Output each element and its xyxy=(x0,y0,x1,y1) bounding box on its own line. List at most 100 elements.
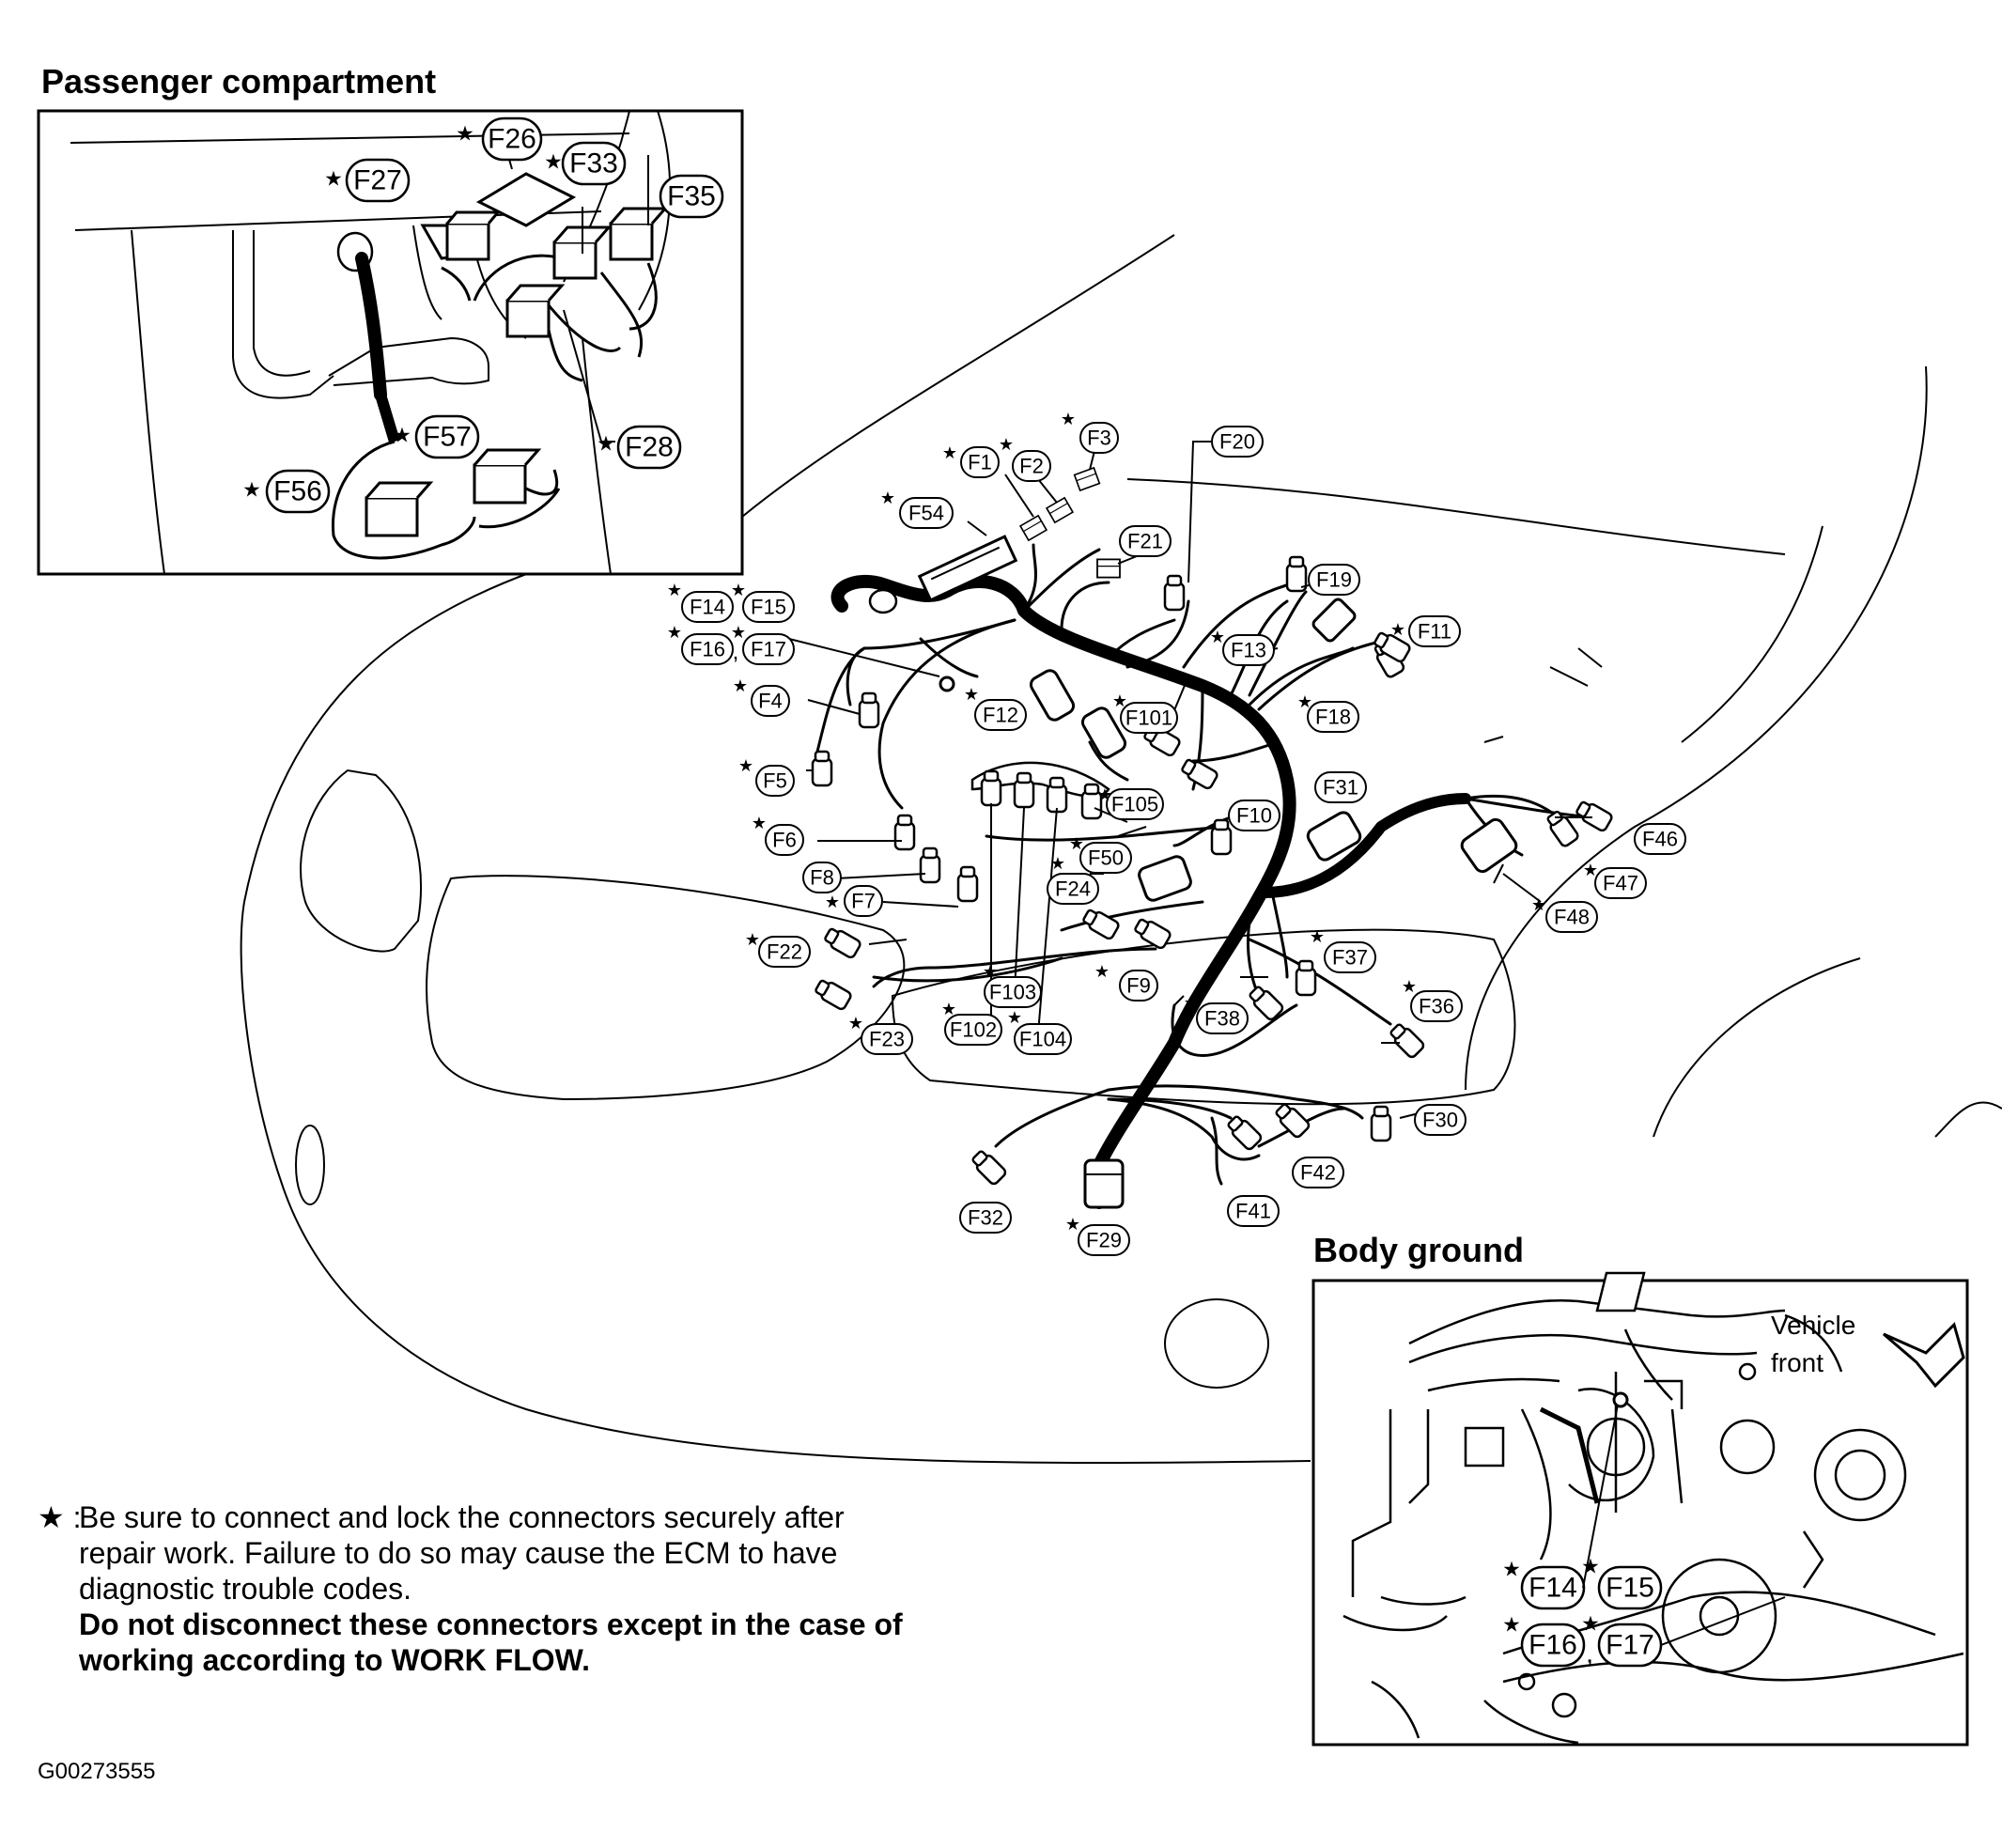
star-icon: ★ xyxy=(1007,1008,1022,1027)
label-F2: F2★ xyxy=(999,435,1051,482)
label-F16-main: F16★, xyxy=(667,623,738,665)
svg-text:F11: F11 xyxy=(1418,620,1451,644)
label-F30: F30 xyxy=(1414,1104,1467,1136)
vehicle-outline xyxy=(240,234,2002,1464)
label-F41: F41 xyxy=(1227,1195,1280,1227)
star-icon: ★ xyxy=(1581,1612,1600,1636)
star-icon: ★ xyxy=(667,581,682,599)
label-F6: F6★ xyxy=(752,814,804,856)
label-F1: F1★ xyxy=(942,443,1000,478)
vehicle-front-label-line2: front xyxy=(1771,1348,1824,1377)
svg-text:F42: F42 xyxy=(1300,1161,1336,1185)
star-icon: ★ xyxy=(1112,691,1127,710)
star-icon: ★ xyxy=(1581,1555,1600,1578)
star-icon: ★ xyxy=(1390,620,1405,639)
ground-label-F16: F16 xyxy=(1529,1630,1577,1661)
label-F3: F3★ xyxy=(1061,410,1119,454)
label-F54: F54★ xyxy=(880,489,954,529)
svg-text:F17: F17 xyxy=(751,638,786,661)
label-F105: F105★ xyxy=(1097,785,1164,820)
star-icon: ★ xyxy=(942,443,957,462)
star-icon: ★ xyxy=(1310,927,1325,946)
front-arrow-icon xyxy=(1883,1322,1965,1389)
star-icon: ★ xyxy=(242,478,261,502)
star-icon: ★ xyxy=(1502,1613,1521,1637)
label-F23: F23 ★ xyxy=(848,1014,913,1055)
connector-bodies xyxy=(811,467,1615,1209)
label-F15-main: F15 ★ xyxy=(731,581,795,623)
svg-text:F21: F21 xyxy=(1127,530,1163,553)
connector-labels: F1★ F2★ F3★ F20 F54★ F21 F19 F11★ F14★ F… xyxy=(667,410,1686,1256)
svg-text:F31: F31 xyxy=(1323,776,1358,800)
label-F27: F27 xyxy=(353,165,402,196)
star-icon: ★ xyxy=(999,435,1014,454)
star-icon: ★ xyxy=(848,1014,863,1033)
label-F33: F33 xyxy=(569,148,618,179)
label-F103: F103★ xyxy=(983,962,1042,1008)
label-F24: F24★ xyxy=(1047,854,1099,905)
label-F50: F50★ xyxy=(1069,834,1132,874)
svg-text:F15: F15 xyxy=(751,596,786,619)
star-icon: ★ xyxy=(1297,692,1312,711)
label-F12: F12★ xyxy=(964,685,1027,731)
star-icon: ★ xyxy=(941,1000,956,1018)
star-icon: ★ xyxy=(738,756,753,775)
svg-text:F13: F13 xyxy=(1231,639,1266,662)
passenger-compartment-title: Passenger compartment xyxy=(41,62,437,101)
svg-text:F50: F50 xyxy=(1088,846,1124,870)
note-warning-2: working according to WORK FLOW. xyxy=(79,1643,590,1677)
star-icon: ★ xyxy=(1094,962,1110,981)
svg-text:F54: F54 xyxy=(908,502,944,525)
label-F4: F4★ xyxy=(733,676,790,717)
label-F48: F48★ xyxy=(1531,895,1598,933)
label-F7: F7 ★ xyxy=(825,885,883,917)
label-F29: F29 ★ xyxy=(1065,1215,1130,1256)
label-F42: F42 xyxy=(1292,1157,1344,1188)
svg-text:F23: F23 xyxy=(869,1028,905,1051)
label-F17-main: F17★ xyxy=(731,623,795,665)
svg-text:F29: F29 xyxy=(1086,1229,1122,1252)
svg-text:F104: F104 xyxy=(1019,1028,1066,1051)
svg-text:F103: F103 xyxy=(989,981,1036,1004)
star-icon: ★ xyxy=(1502,1558,1521,1581)
svg-text:F46: F46 xyxy=(1642,828,1678,851)
label-F19: F19 xyxy=(1308,564,1360,596)
label-F35: F35 xyxy=(667,181,716,212)
label-F10: F10 xyxy=(1228,800,1280,831)
note-warning-1: Do not disconnect these connectors excep… xyxy=(79,1607,903,1641)
svg-text:F101: F101 xyxy=(1125,707,1172,730)
svg-text:F36: F36 xyxy=(1419,995,1454,1018)
star-icon: ★ xyxy=(456,122,474,146)
star-icon: ★ xyxy=(1050,854,1065,873)
star-icon: ★ xyxy=(597,432,615,456)
star-icon: ★ xyxy=(964,685,979,704)
star-icon: ★ xyxy=(1210,628,1225,646)
label-F47: F47★ xyxy=(1583,861,1647,899)
body-ground-title: Body ground xyxy=(1313,1231,1524,1269)
svg-text:F12: F12 xyxy=(983,704,1018,727)
svg-text:F41: F41 xyxy=(1235,1200,1271,1223)
star-icon: ★ xyxy=(667,623,682,642)
note-line-2: repair work. Failure to do so may cause … xyxy=(79,1536,838,1570)
note-line-3: diagnostic trouble codes. xyxy=(79,1572,411,1606)
svg-text:F5: F5 xyxy=(763,769,787,793)
star-icon: ★ xyxy=(745,930,760,949)
svg-text:F30: F30 xyxy=(1422,1109,1458,1132)
svg-text:F19: F19 xyxy=(1316,568,1352,592)
svg-text:F18: F18 xyxy=(1315,706,1351,729)
label-F38: F38★ xyxy=(1184,993,1249,1034)
ground-label-F15: F15 xyxy=(1606,1573,1654,1604)
star-icon: ★ xyxy=(731,581,746,599)
svg-text:F105: F105 xyxy=(1111,793,1158,816)
star-icon: ★ xyxy=(825,893,840,911)
grommet xyxy=(868,588,898,614)
star-icon: ★ xyxy=(324,167,343,191)
label-F102: F102★ xyxy=(941,1000,1002,1046)
star-icon: ★ xyxy=(1065,1215,1080,1234)
label-F13: F13 ★ xyxy=(1210,628,1275,666)
svg-text:F7: F7 xyxy=(851,890,876,913)
ground-label-F17: F17 xyxy=(1606,1630,1654,1661)
svg-text:F38: F38 xyxy=(1204,1007,1240,1031)
label-F21: F21 xyxy=(1119,525,1172,557)
label-F36: F36★ xyxy=(1402,977,1463,1022)
